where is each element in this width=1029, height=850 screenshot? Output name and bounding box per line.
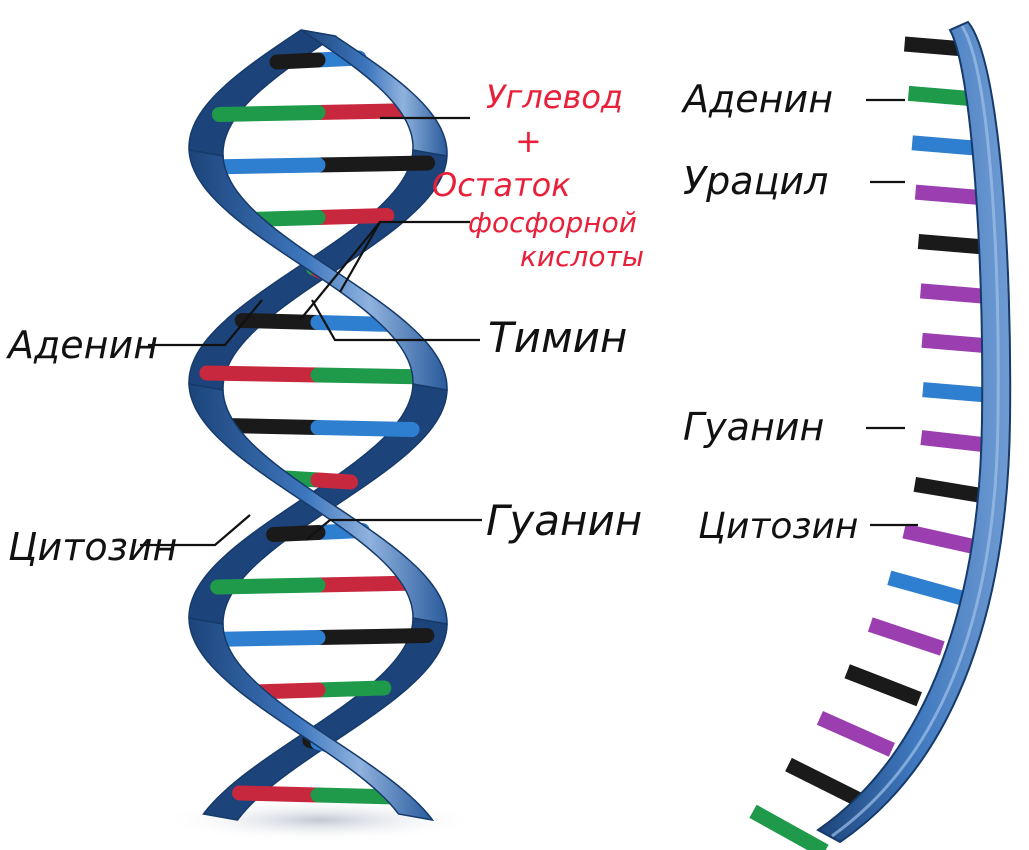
dna-base-pair: [209, 636, 427, 640]
dna-base-pair: [249, 216, 387, 220]
rna-base-adenine: [753, 811, 825, 850]
dna-base-guanine: [318, 636, 427, 638]
rna-label-uracil: Урацил: [683, 159, 828, 203]
dna-base-pair: [219, 111, 416, 115]
dna-label-thymine: Тимин: [488, 313, 627, 362]
dna-label-adenine: Аденин: [5, 323, 158, 367]
dna-base-guanine: [318, 163, 428, 165]
dna-base-thymine: [318, 480, 351, 482]
dna-base-guanine: [242, 321, 318, 323]
dna-base-thymine: [318, 216, 387, 218]
rna-base-guanine: [915, 484, 987, 496]
dna-base-pair: [242, 321, 393, 325]
dna-label-guanine: Гуанин: [486, 496, 642, 545]
dna-base-pair: [240, 793, 397, 797]
rna-base-guanine: [847, 671, 919, 699]
dna-base-adenine: [219, 113, 318, 115]
rna-label-guanine: Гуанин: [683, 405, 824, 449]
annotation-line-residue: Остаток: [432, 166, 571, 204]
dna-base-pair: [208, 163, 427, 167]
annotation-line-plus: +: [515, 122, 542, 160]
rna-labels: Аденин Урацил Гуанин Цитозин: [680, 77, 858, 547]
dna-base-pair: [207, 373, 429, 377]
rna-label-adenine: Аденин: [680, 77, 833, 121]
dna-base-cytosine: [318, 428, 412, 430]
rna-base-uracil: [820, 718, 892, 750]
dna-base-pair: [218, 583, 419, 587]
dna-label-cytosine: Цитозин: [8, 525, 177, 569]
dna-base-pair: [224, 426, 412, 430]
rna-base-uracil: [870, 625, 942, 649]
annotation-line-phosphoric: фосфорной: [468, 206, 637, 239]
dna-base-adenine: [318, 688, 384, 690]
rna-leader-lines: [866, 100, 918, 525]
annotation-line-sugar: Углевод: [486, 78, 623, 116]
rna-base-uracil: [904, 531, 976, 547]
dna-backbone-segment: [301, 30, 447, 156]
dna-base-pair: [252, 688, 384, 692]
dna-base-thymine: [207, 373, 318, 375]
dna-double-helix: [160, 30, 480, 842]
dna-annotation-sugar-phosphate: Углевод + Остаток фосфорной кислоты: [432, 78, 644, 273]
rna-label-cytosine: Цитозин: [698, 506, 858, 547]
rna-base-guanine: [789, 765, 861, 801]
dna-base-adenine: [218, 585, 318, 587]
annotation-line-acid: кислоты: [520, 240, 644, 273]
dna-base-thymine: [240, 793, 318, 795]
dna-backbone-segment: [189, 30, 335, 156]
rna-base-cytosine: [889, 578, 961, 598]
dna-base-guanine: [277, 60, 318, 62]
